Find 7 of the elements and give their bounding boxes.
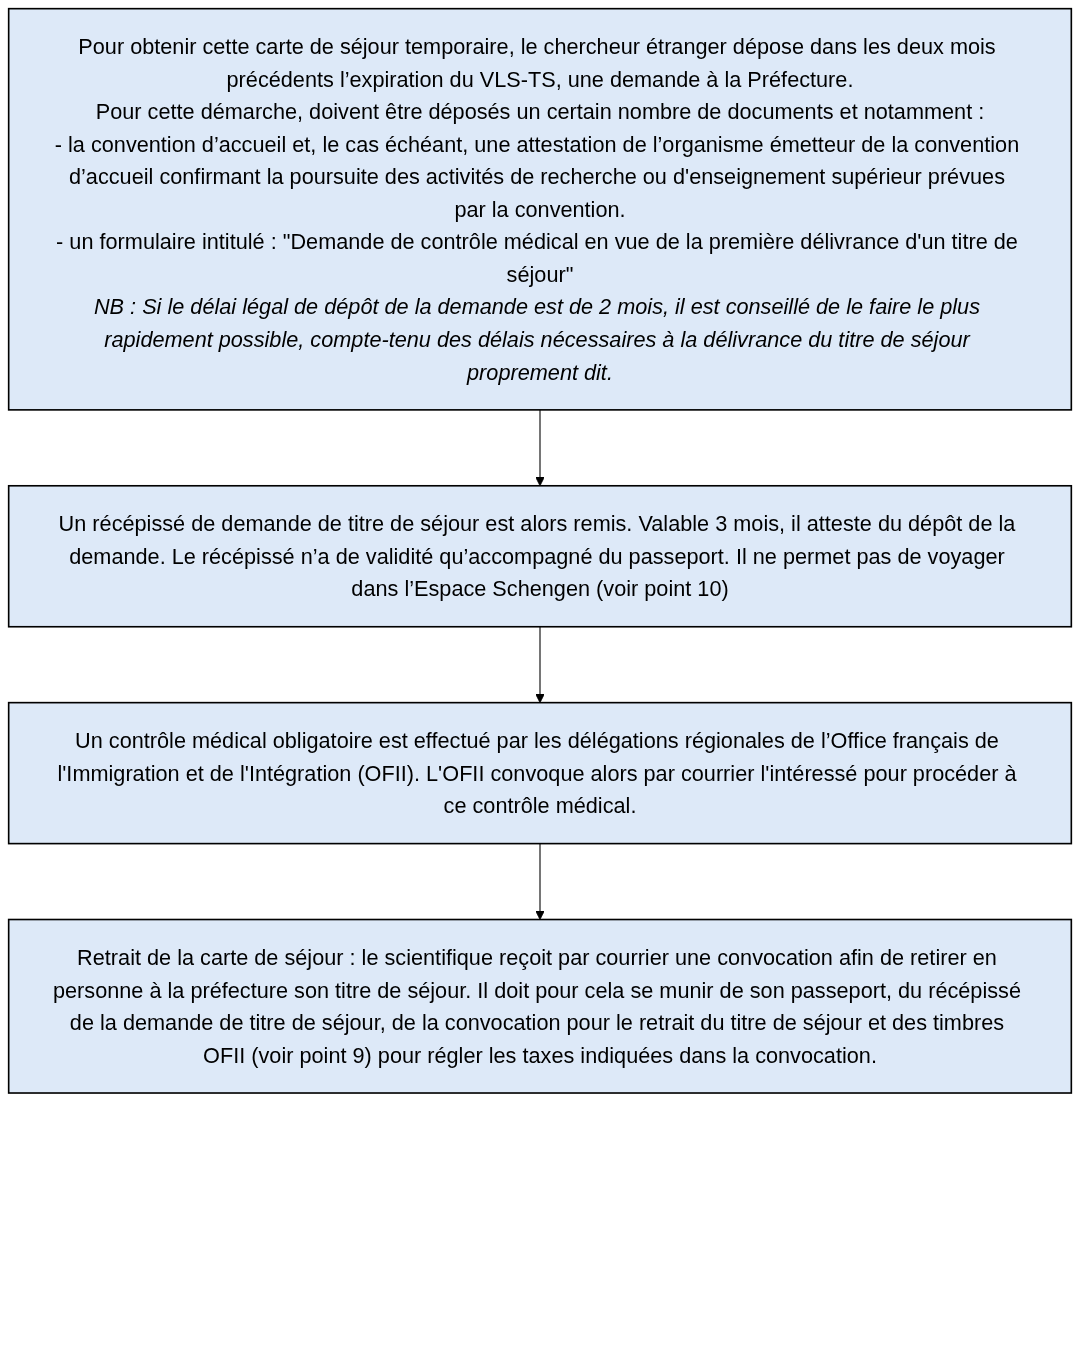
- arrow: [535, 626, 545, 704]
- node-box: Un contrôle médical obligatoire est effectué par les délégations régionales de l’Office français de l'Immigration et de l'Intégration (OFII). L'OFII convoque alors par courrier l'intéressé pour procéder à ce contrôle médical.: [7, 701, 1073, 845]
- arrow: [535, 843, 545, 920]
- arrow: [535, 409, 545, 487]
- node-box: Pour obtenir cette carte de séjour temporaire, le chercheur étranger dépose dans les deux mois précédents l’expiration du VLS-TS, une demande à la Préfecture. Pour cette démarche, doivent être déposés un certain nombre de documents et notamment : - la convention d’accueil et, le cas échéant, une attestation de l’organisme émetteur de la convention d’accueil confirmant la poursuite des activités de recherche ou d'enseignement supérieur prévues par la convention. - un formulaire intitulé : "Demande de contrôle médical en vue de la première délivrance d'un titre de séjour" NB : Si le délai légal de dépôt de la demande est de 2 mois, il est conseillé de le faire le plus rapidement possible, compte-tenu des délais nécessaires à la délivrance du titre de séjour proprement dit.: [7, 7, 1073, 411]
- node-box: Retrait de la carte de séjour : le scientifique reçoit par courrier une convocation afin de retirer en personne à la préfecture son titre de séjour. Il doit pour cela se munir de son passeport, du récépissé de la demande de titre de séjour, de la convocation pour le retrait du titre de séjour et des timbres OFII (voir point 9) pour régler les taxes indiquées dans la convocation.: [7, 918, 1073, 1094]
- node-box: Un récépissé de demande de titre de séjour est alors remis. Valable 3 mois, il atteste du dépôt de la demande. Le récépissé n’a de validité qu’accompagné du passeport. Il ne permet pas de voyager dans l’Espace Schengen (voir point 10): [7, 484, 1073, 628]
